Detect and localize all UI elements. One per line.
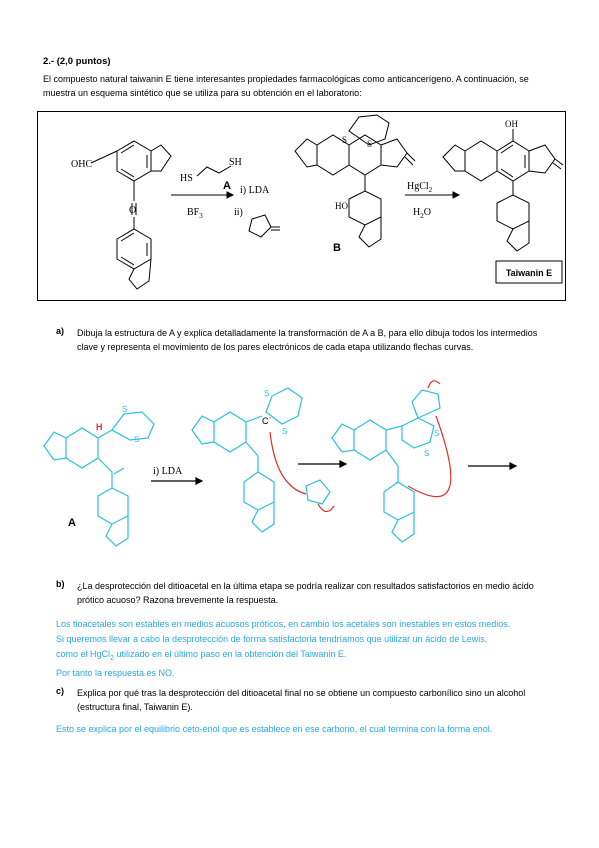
label-b: B xyxy=(333,242,341,254)
benzene-ring xyxy=(116,140,152,182)
synthesis-scheme: OHC O HS SH BF3 A i) LDA ii) HO B S S Hg… xyxy=(71,114,564,290)
oh-b-label: HO xyxy=(335,201,348,211)
question-b-text: ¿La desprotección del ditioacetal en la … xyxy=(77,581,534,605)
mech-step-lda: i) LDA xyxy=(153,466,183,477)
benzene-ring xyxy=(243,471,275,511)
benzene-ring xyxy=(496,194,530,230)
electron-arrow xyxy=(407,415,452,498)
answer-b-line4: Por tanto la respuesta es NO. xyxy=(56,667,175,678)
mech-s-b2: S xyxy=(282,427,287,436)
answer-b: Los tioacetales son estables en medios a… xyxy=(56,617,566,681)
answer-b-line1: Los tioacetales son estables en medios a… xyxy=(56,619,511,629)
benzene-ring xyxy=(464,140,498,182)
mech-s-b1: S xyxy=(264,389,269,398)
question-a-text: Dibuja la estructura de A y explica deta… xyxy=(77,328,538,352)
answer-b-line2: Si queremos llevar a cabo la desprotecci… xyxy=(56,634,488,644)
benzene-ring xyxy=(65,427,99,469)
answer-c: Esto se explica por el equilibrio ceto-e… xyxy=(56,724,493,734)
sulfur-1: S xyxy=(342,135,347,145)
benzene-ring xyxy=(353,419,387,461)
question-b-label: b) xyxy=(56,579,65,589)
question-title: 2.- (2,0 puntos) xyxy=(43,56,111,67)
answer-b-line3: como el HgCl2 utilizado en el último pas… xyxy=(56,649,347,662)
benzene-ring xyxy=(116,228,152,270)
electron-arrow xyxy=(427,380,441,389)
sulfur-2: S xyxy=(367,139,372,149)
step-ii-label: ii) xyxy=(234,207,243,218)
benzene-ring xyxy=(97,487,129,525)
benzene-ring xyxy=(348,190,382,226)
step-i-label: i) LDA xyxy=(240,185,270,196)
question-intro: El compuesto natural taiwanin E tiene in… xyxy=(43,74,529,98)
benzene-ring xyxy=(383,481,415,521)
question-a-label: a) xyxy=(56,326,65,336)
label-a: A xyxy=(223,180,231,192)
mech-s-a1: S xyxy=(122,405,127,414)
hs-left-label: HS xyxy=(180,173,193,184)
carbanion-label: C- xyxy=(262,413,272,426)
benzene-ring xyxy=(213,411,247,453)
mech-s-a2: S xyxy=(134,435,139,444)
aldehyde-label: OHC xyxy=(71,159,92,170)
hgcl2-label: HgCl2 xyxy=(407,181,433,194)
oh-e-label: OH xyxy=(505,119,518,129)
question-c-label: c) xyxy=(56,686,65,696)
bf3-label: BF3 xyxy=(187,207,203,220)
mech-h-label: H xyxy=(96,422,103,432)
mech-s-c2: S xyxy=(434,429,439,438)
mechanism-scheme: H S S A i) LDA C- S S S S xyxy=(43,380,518,547)
sh-right-label: SH xyxy=(229,157,242,168)
electron-arrow xyxy=(317,503,335,513)
carbonyl-o: O xyxy=(129,205,136,216)
mech-label-a: A xyxy=(68,517,76,529)
synthesis-scheme-box xyxy=(37,111,566,301)
taiwanin-e-label: Taiwanin E xyxy=(506,268,552,278)
h2o-label: H2O xyxy=(413,207,431,220)
dioxole-ring xyxy=(128,258,152,290)
electron-arrow xyxy=(269,431,307,495)
mech-s-c1: S xyxy=(424,449,429,458)
question-c-text: Explica por qué tras la desprotección de… xyxy=(77,688,526,712)
dioxole-ring xyxy=(150,144,172,172)
